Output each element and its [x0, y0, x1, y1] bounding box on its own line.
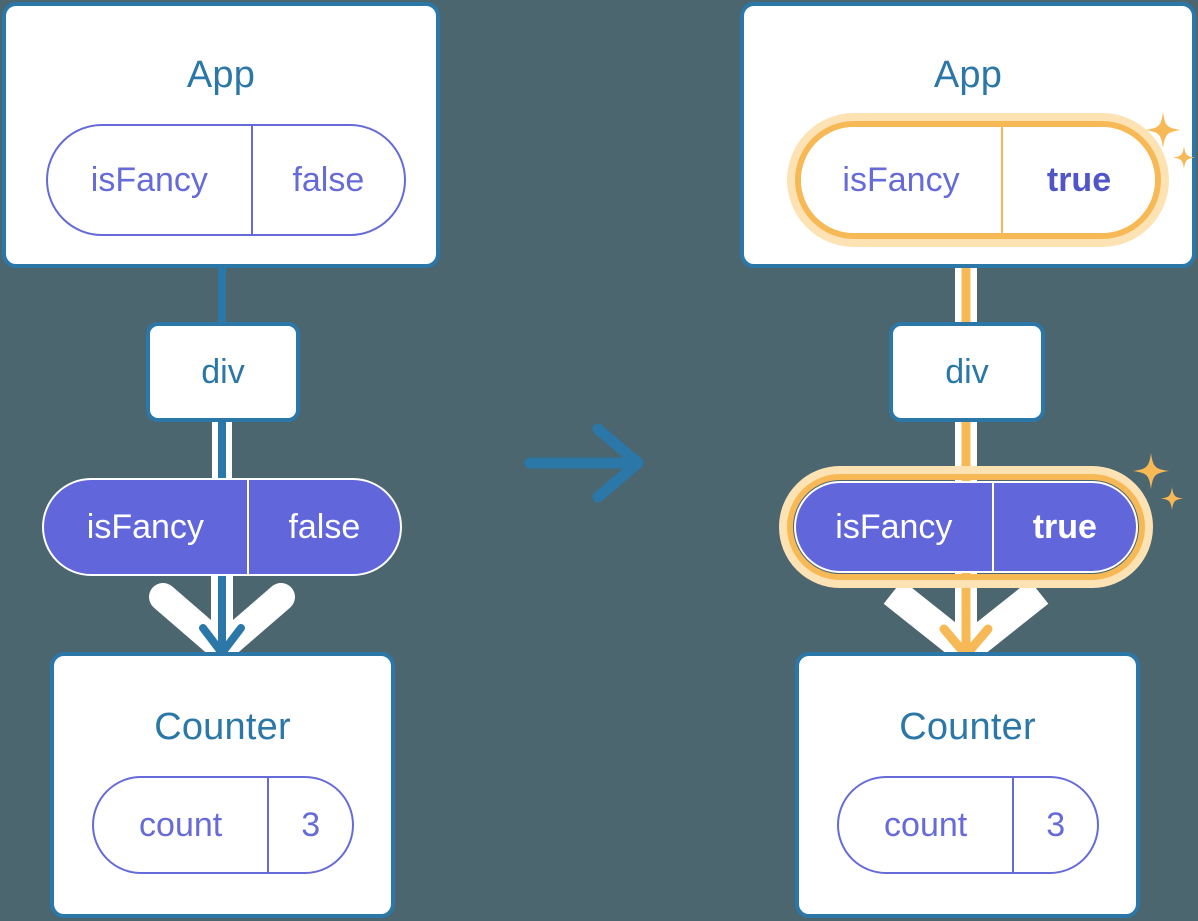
right-app-title: App: [933, 54, 1003, 96]
left-counter-box: Counter count 3: [50, 652, 395, 918]
right-counter-state-value: 3: [1012, 778, 1097, 872]
left-div-box: div: [146, 322, 300, 422]
left-props-name: isFancy: [86, 507, 204, 546]
transition-arrow: [524, 423, 644, 503]
left-counter-state-name: count: [139, 805, 223, 844]
left-div-label: div: [201, 352, 245, 391]
right-counter-state-name: count: [884, 805, 968, 844]
right-app-state-name: isFancy: [842, 160, 960, 199]
right-div-box: div: [889, 322, 1045, 422]
right-app-box: App isFancy true: [740, 2, 1196, 268]
transition-arrow-head: [592, 423, 644, 503]
right-props-pill: isFancy true: [794, 481, 1138, 573]
right-app-state-value: true: [1001, 127, 1155, 233]
right-counter-box: Counter count 3: [795, 652, 1140, 918]
left-app-state-value: false: [250, 126, 404, 234]
left-counter-title: Counter: [154, 706, 291, 748]
right-props-name: isFancy: [835, 507, 953, 546]
right-counter-state-pill: count 3: [837, 776, 1099, 874]
left-app-box: App isFancy false: [2, 2, 440, 268]
left-counter-state-value: 3: [267, 778, 352, 872]
right-div-label: div: [945, 352, 989, 391]
right-counter-title: Counter: [899, 706, 1036, 748]
left-app-state-pill: isFancy false: [46, 124, 406, 236]
left-app-title: App: [186, 54, 256, 96]
right-app-state-pill: isFancy true: [801, 127, 1155, 233]
sparkle-icon-small: [1173, 146, 1195, 169]
right-props-value: true: [991, 483, 1136, 571]
left-props-pill: isFancy false: [42, 478, 402, 576]
left-counter-state-pill: count 3: [92, 776, 354, 874]
left-props-value: false: [246, 480, 400, 574]
left-app-state-name: isFancy: [90, 160, 208, 199]
